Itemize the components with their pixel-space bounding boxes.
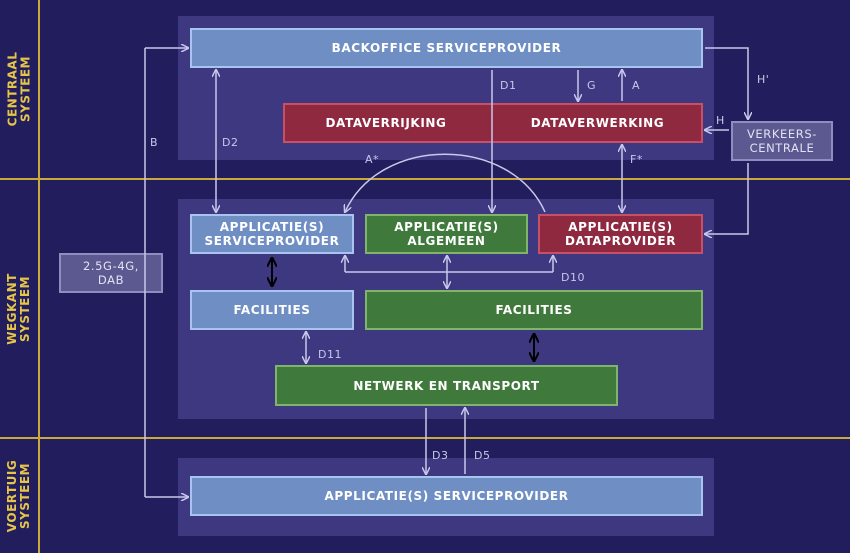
dataverwerking-label: DATAVERWERKING (530, 116, 665, 130)
zone-divider-central-roadside (0, 178, 850, 180)
netwerk-transport-box: NETWERK EN TRANSPORT (275, 365, 618, 406)
label-b: B (150, 136, 159, 149)
label-d10: D10 (561, 271, 585, 284)
verkeerscentrale-box: VERKEERS- CENTRALE (731, 121, 833, 161)
label-g: G (587, 79, 597, 92)
zone-divider-vertical (38, 0, 40, 553)
label-a: A (632, 79, 641, 92)
facilities-left-box: FACILITIES (190, 290, 354, 330)
data-processing-box (283, 103, 703, 143)
label-d2: D2 (222, 136, 239, 149)
app-algemeen-box: APPLICATIE(S) ALGEMEEN (365, 214, 528, 254)
label-d3: D3 (432, 449, 449, 462)
label-h-prime: H' (757, 73, 770, 86)
arrow-h-prime (705, 47, 748, 119)
arrow-centrale-dataprovider (705, 163, 749, 234)
facilities-right-box: FACILITIES (365, 290, 703, 330)
label-f-star: F* (630, 153, 643, 166)
label-d5: D5 (474, 449, 491, 462)
zone-divider-roadside-vehicle (0, 437, 850, 439)
label-d1: D1 (500, 79, 517, 92)
vehicle-app-serviceprovider-box: APPLICATIE(S) SERVICEPROVIDER (190, 476, 703, 516)
label-d11: D11 (318, 348, 342, 361)
arrow-a-star (345, 153, 546, 212)
app-dataprovider-box: APPLICATIE(S) DATAPROVIDER (538, 214, 703, 254)
label-a-star: A* (365, 153, 380, 166)
app-serviceprovider-box: APPLICATIE(S) SERVICEPROVIDER (190, 214, 354, 254)
dataverrijking-label: DATAVERRIJKING (325, 116, 447, 130)
backoffice-serviceprovider-box: BACKOFFICE SERVICEPROVIDER (190, 28, 703, 68)
label-h: H (716, 114, 725, 127)
